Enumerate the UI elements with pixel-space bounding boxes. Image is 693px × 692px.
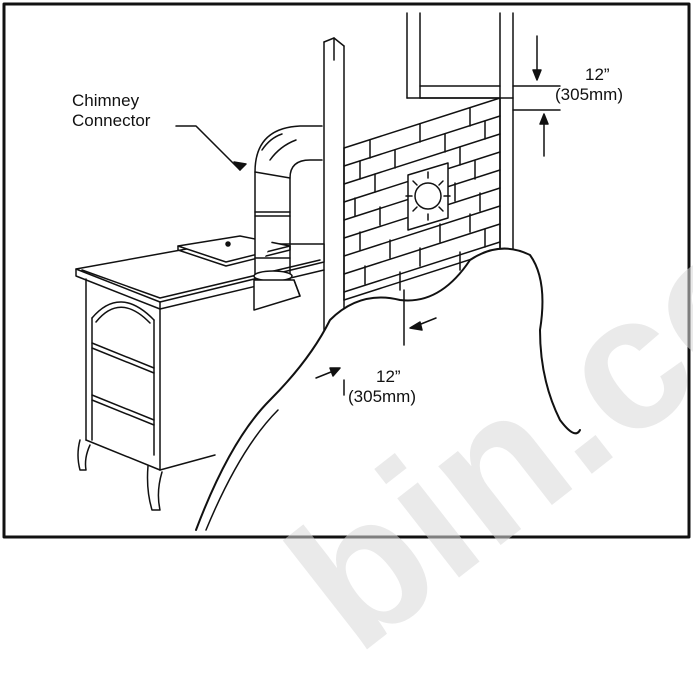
thimble xyxy=(405,162,451,231)
brick-shield xyxy=(343,97,501,301)
chimney-connector-pipe xyxy=(253,125,323,311)
top-clearance-value: 12” xyxy=(585,65,610,84)
chimney-connector-leader xyxy=(175,125,241,171)
installation-diagram xyxy=(2,2,691,539)
chimney-connector-label-line1: Chimney xyxy=(72,91,140,110)
cloud-break xyxy=(195,247,581,531)
chimney-connector-label-line2: Connector xyxy=(72,111,151,130)
side-clearance-dimension xyxy=(315,289,437,396)
top-clearance-dimension xyxy=(512,35,561,157)
side-clearance-metric: (305mm) xyxy=(348,387,417,406)
top-clearance-metric: (305mm) xyxy=(555,85,624,104)
diagram-border xyxy=(2,2,691,539)
side-clearance-value: 12” xyxy=(376,367,401,386)
